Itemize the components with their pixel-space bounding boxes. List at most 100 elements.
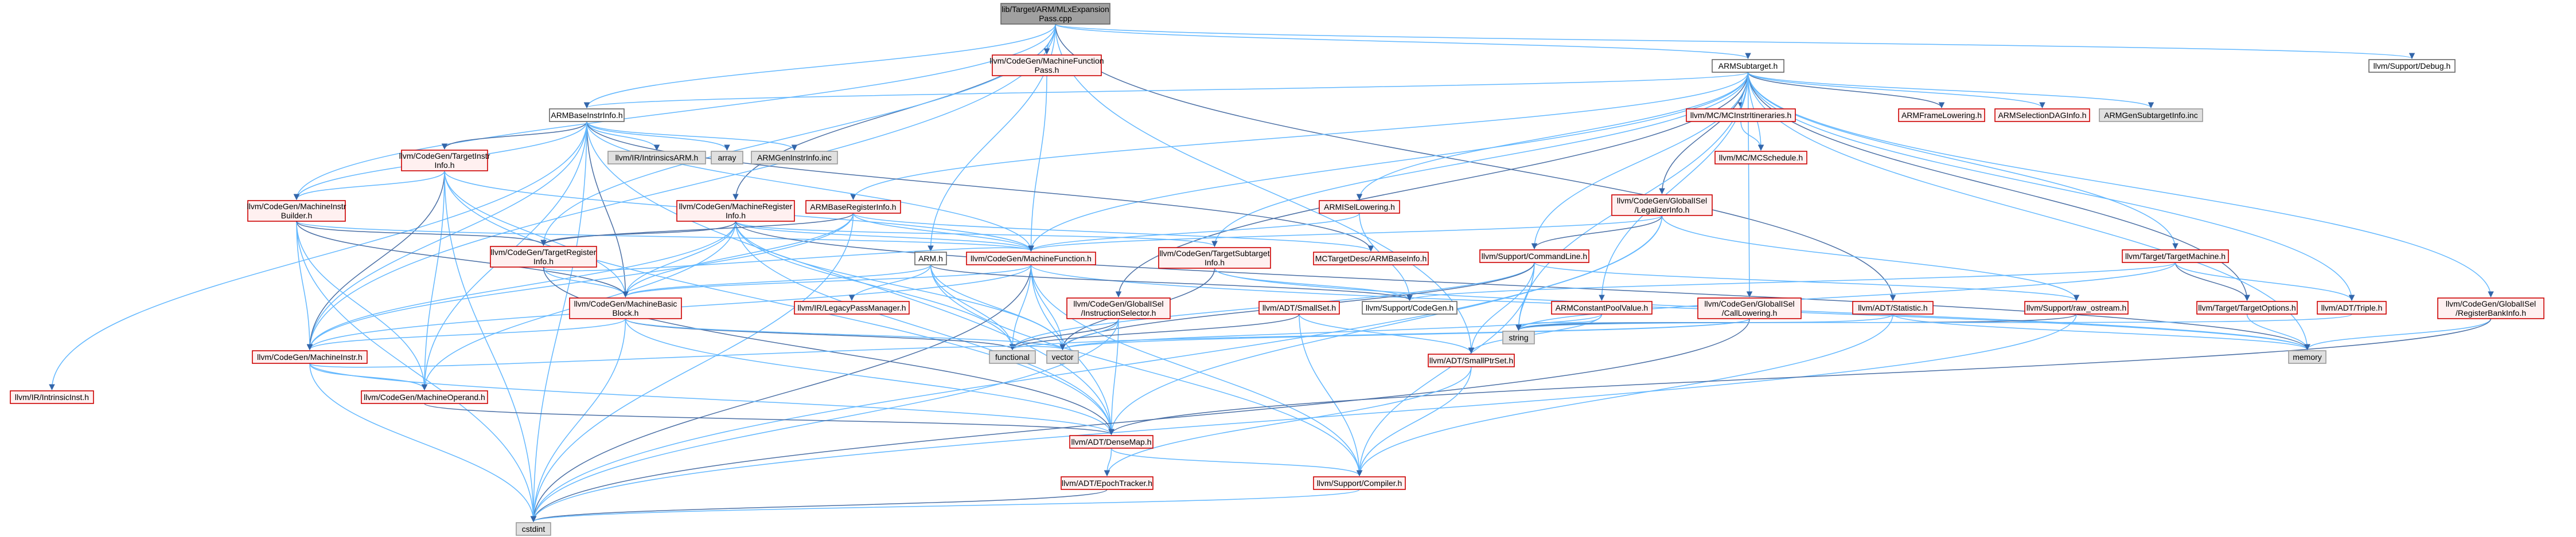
node-armisellowering[interactable]: ARMISelLowering.h xyxy=(1319,200,1400,214)
edge-statistic-to-memory xyxy=(1892,313,2310,351)
node-box xyxy=(2288,350,2326,364)
node-statistic[interactable]: llvm/ADT/Statistic.h xyxy=(1852,301,1934,315)
node-box xyxy=(2437,297,2544,319)
node-armbasereg[interactable]: ARMBaseRegisterInfo.h xyxy=(805,200,901,214)
node-armframelowering[interactable]: ARMFrameLowering.h xyxy=(1898,108,1985,122)
node-box xyxy=(490,246,597,268)
edge-armbaseinstr-to-targetinstrinfo xyxy=(441,121,587,150)
node-instrselector[interactable]: llvm/CodeGen/GlobalISel/InstructionSelec… xyxy=(1066,297,1171,319)
edge-smallptrset-to-epochtracker xyxy=(1104,366,1472,477)
node-box xyxy=(2317,301,2387,315)
node-legalizer[interactable]: llvm/CodeGen/GlobalISel/LegalizerInfo.h xyxy=(1611,194,1713,216)
node-label: memory xyxy=(2293,352,2322,362)
node-box xyxy=(401,150,488,171)
edge-armbaseinstr-to-densemap xyxy=(586,121,1114,436)
edge-densemap-to-compiler xyxy=(1110,448,1363,477)
node-machineinstr[interactable]: llvm/CodeGen/MachineInstr.h xyxy=(252,350,368,364)
node-label: llvm/CodeGen/GlobalISel xyxy=(1073,299,1163,308)
node-legacypm[interactable]: llvm/IR/LegacyPassManager.h xyxy=(794,301,910,315)
node-triple[interactable]: llvm/ADT/Triple.h xyxy=(2317,301,2387,315)
edge-machinefunction-to-functional xyxy=(1009,264,1032,351)
edge-mri-to-mbb xyxy=(622,221,736,298)
node-armgensubtarget: ARMGenSubtargetInfo.inc xyxy=(2099,108,2203,122)
edge-smallset-to-smallptrset xyxy=(1299,313,1475,354)
node-armsubtarget[interactable]: ARMSubtarget.h xyxy=(1712,59,1784,73)
node-label: llvm/Support/CodeGen.h xyxy=(1366,303,1453,312)
node-epochtracker[interactable]: llvm/ADT/EpochTracker.h xyxy=(1061,476,1153,490)
edge-machineinstr-to-densemap xyxy=(309,363,1114,436)
node-label: llvm/IR/LegacyPassManager.h xyxy=(797,303,906,312)
node-commandline[interactable]: llvm/Support/CommandLine.h xyxy=(1479,249,1589,263)
node-box xyxy=(1069,435,1153,449)
node-armselectiondag[interactable]: ARMSelectionDAGInfo.h xyxy=(1994,108,2090,122)
node-label: llvm/CodeGen/MachineInstr xyxy=(247,202,346,211)
node-mctargetdesc[interactable]: MCTargetDesc/ARMBaseInfo.h xyxy=(1313,252,1429,265)
edge-armsubtarget-to-armselectiondag xyxy=(1747,72,2045,109)
node-string: string xyxy=(1502,331,1535,344)
node-box xyxy=(1479,249,1589,263)
node-compiler[interactable]: llvm/Support/Compiler.h xyxy=(1313,476,1406,490)
node-regbankinfo[interactable]: llvm/CodeGen/GlobalISel/RegisterBankInfo… xyxy=(2437,297,2544,319)
edge-mcinstrinfo-to-mcschedule xyxy=(1740,121,1764,151)
node-armconstpool[interactable]: ARMConstantPoolValue.h xyxy=(1551,301,1653,315)
edge-commandline-to-rawostream xyxy=(1534,262,2079,301)
node-codegen[interactable]: llvm/Support/CodeGen.h xyxy=(1362,301,1457,315)
node-rawostream[interactable]: llvm/Support/raw_ostream.h xyxy=(2024,301,2129,315)
node-targetmachine[interactable]: llvm/Target/TargetMachine.h xyxy=(2122,249,2229,263)
edge-armbaseinstr-to-intrinsicinst xyxy=(49,121,587,391)
node-box xyxy=(992,54,1102,76)
node-box xyxy=(549,108,625,122)
node-label: cstdint xyxy=(522,524,545,534)
edge-legalizer-to-cstdint xyxy=(530,215,1663,523)
edge-mib-to-mbb xyxy=(296,221,629,298)
edge-armbaseinstr-to-machinefunction xyxy=(586,121,1034,252)
edge-commandline-to-string xyxy=(1515,262,1535,331)
node-intrinsicinst[interactable]: llvm/IR/IntrinsicInst.h xyxy=(10,390,94,404)
node-label: ARMBaseRegisterInfo.h xyxy=(810,202,896,211)
node-functional: functional xyxy=(989,350,1036,364)
node-box xyxy=(569,297,682,319)
node-smallptrset[interactable]: llvm/ADT/SmallPtrSet.h xyxy=(1428,354,1515,367)
node-box xyxy=(989,350,1036,364)
node-targetoptions[interactable]: llvm/Target/TargetOptions.h xyxy=(2196,301,2298,315)
node-label: ARMGenSubtargetInfo.inc xyxy=(2104,111,2197,120)
edge-instrselector-to-densemap xyxy=(1108,318,1119,436)
node-label: Pass.cpp xyxy=(1039,14,1072,23)
node-calllowering[interactable]: llvm/CodeGen/GlobalISel/CallLowering.h xyxy=(1697,297,1802,319)
node-label: Block.h xyxy=(613,308,639,318)
node-smallset[interactable]: llvm/ADT/SmallSet.h xyxy=(1258,301,1340,315)
edge-targetreginfo-to-machinefunction xyxy=(543,245,1034,272)
node-label: ARMFrameLowering.h xyxy=(1901,111,1982,120)
node-machineoperand[interactable]: llvm/CodeGen/MachineOperand.h xyxy=(361,390,488,404)
node-mcinstrinfo[interactable]: llvm/MC/MCInstrItineraries.h xyxy=(1686,108,1796,122)
node-label: llvm/Support/Debug.h xyxy=(2374,61,2451,70)
node-label: string xyxy=(1509,333,1528,342)
node-machinefunction[interactable]: llvm/CodeGen/MachineFunction.h xyxy=(966,252,1096,265)
edge-mib-to-machinefunction xyxy=(296,221,1034,252)
node-armbaseinstr[interactable]: ARMBaseInstrInfo.h xyxy=(549,108,625,122)
edge-armbaseinstr-to-intrinsicsarm xyxy=(586,121,660,151)
node-mcschedule[interactable]: llvm/MC/MCSchedule.h xyxy=(1714,151,1807,164)
edge-legalizer-to-machinefunction xyxy=(1028,215,1663,252)
edge-armbasereg-to-mctargetdesc xyxy=(852,213,1374,252)
node-armh[interactable]: ARM.h xyxy=(914,252,947,265)
node-box xyxy=(676,200,795,222)
edge-mri-to-targetreginfo xyxy=(540,221,736,246)
node-debug[interactable]: llvm/Support/Debug.h xyxy=(2368,59,2456,73)
node-box xyxy=(1502,331,1535,344)
edge-armh-to-mbb xyxy=(622,264,932,298)
edge-armconstpool-to-smallptrset xyxy=(1468,313,1603,354)
node-densemap[interactable]: llvm/ADT/DenseMap.h xyxy=(1069,435,1153,449)
node-label: llvm/ADT/Triple.h xyxy=(2321,303,2383,312)
node-label: llvm/CodeGen/GlobalISel xyxy=(1704,299,1794,308)
edge-machinefunction-to-compiler xyxy=(1030,264,1363,477)
